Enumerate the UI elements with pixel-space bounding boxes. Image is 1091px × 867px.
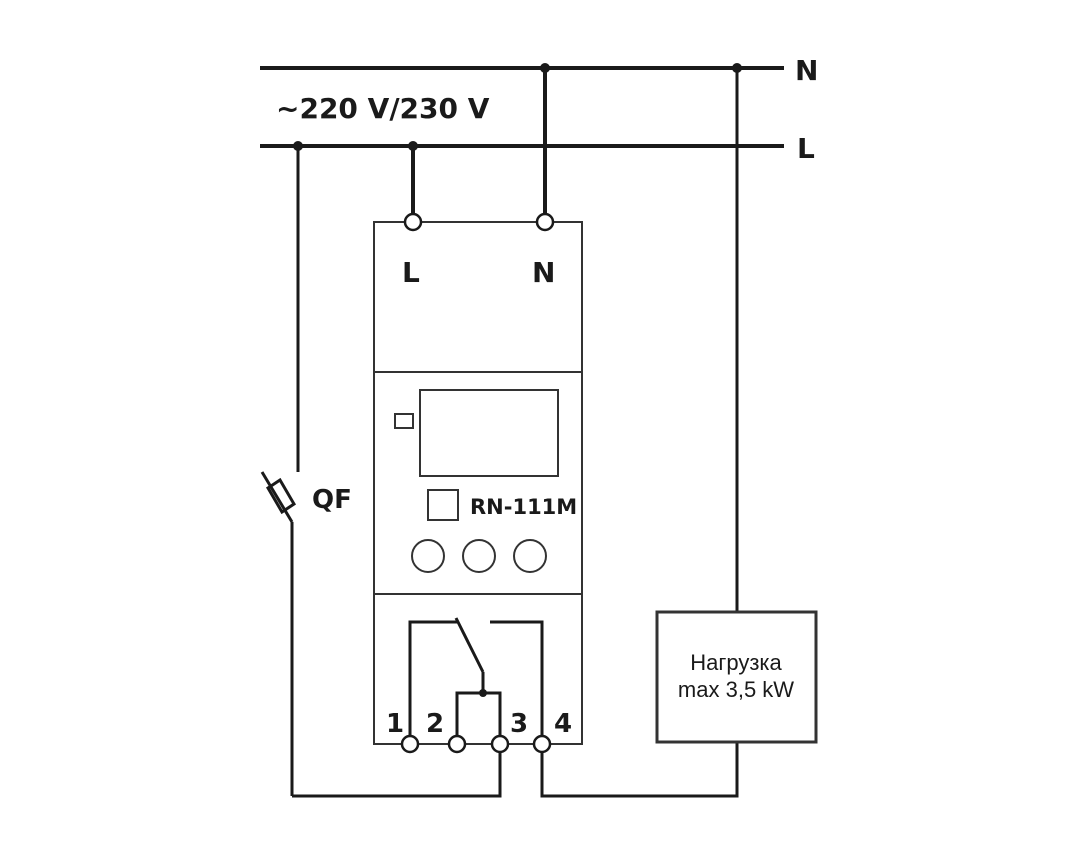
terminal-l-label: L xyxy=(402,256,420,289)
model-badge-square xyxy=(427,489,459,521)
wire-breaker-to-terminal-3 xyxy=(292,752,502,798)
output-terminal-2 xyxy=(447,734,467,754)
relay-switch-blade xyxy=(454,617,485,673)
output-terminal-4-label: 4 xyxy=(554,709,572,739)
device-top-section xyxy=(373,221,583,373)
output-terminal-1-label: 1 xyxy=(386,709,404,739)
indicator-led xyxy=(394,413,414,429)
load-box xyxy=(655,610,818,744)
wire-terminal-4-to-load xyxy=(540,742,739,798)
breaker-switch-icon xyxy=(260,471,297,523)
breaker-label: QF xyxy=(312,485,352,515)
relay-coil xyxy=(455,691,502,742)
neutral-bus-label: N xyxy=(795,54,818,87)
phase-bus-label: L xyxy=(797,132,815,165)
relay-contact-right xyxy=(490,620,544,742)
output-terminal-3 xyxy=(490,734,510,754)
load-label-line1: Нагрузка xyxy=(690,650,782,675)
device-button-1 xyxy=(411,539,445,573)
output-terminal-3-label: 3 xyxy=(510,709,528,739)
voltage-label: ~220 V/230 V xyxy=(276,92,490,125)
load-label-line2: max 3,5 kW xyxy=(678,677,794,702)
output-terminal-1 xyxy=(400,734,420,754)
terminal-n-label: N xyxy=(532,256,555,289)
device-button-2 xyxy=(462,539,496,573)
terminal-n-input xyxy=(535,212,555,232)
device-model-label: RN-111M xyxy=(470,495,577,519)
device-button-3 xyxy=(513,539,547,573)
relay-contact-left xyxy=(408,620,458,742)
device-display xyxy=(419,389,559,477)
output-terminal-2-label: 2 xyxy=(426,709,444,739)
device-bottom-section xyxy=(373,593,583,745)
output-terminal-4 xyxy=(532,734,552,754)
terminal-l-input xyxy=(403,212,423,232)
